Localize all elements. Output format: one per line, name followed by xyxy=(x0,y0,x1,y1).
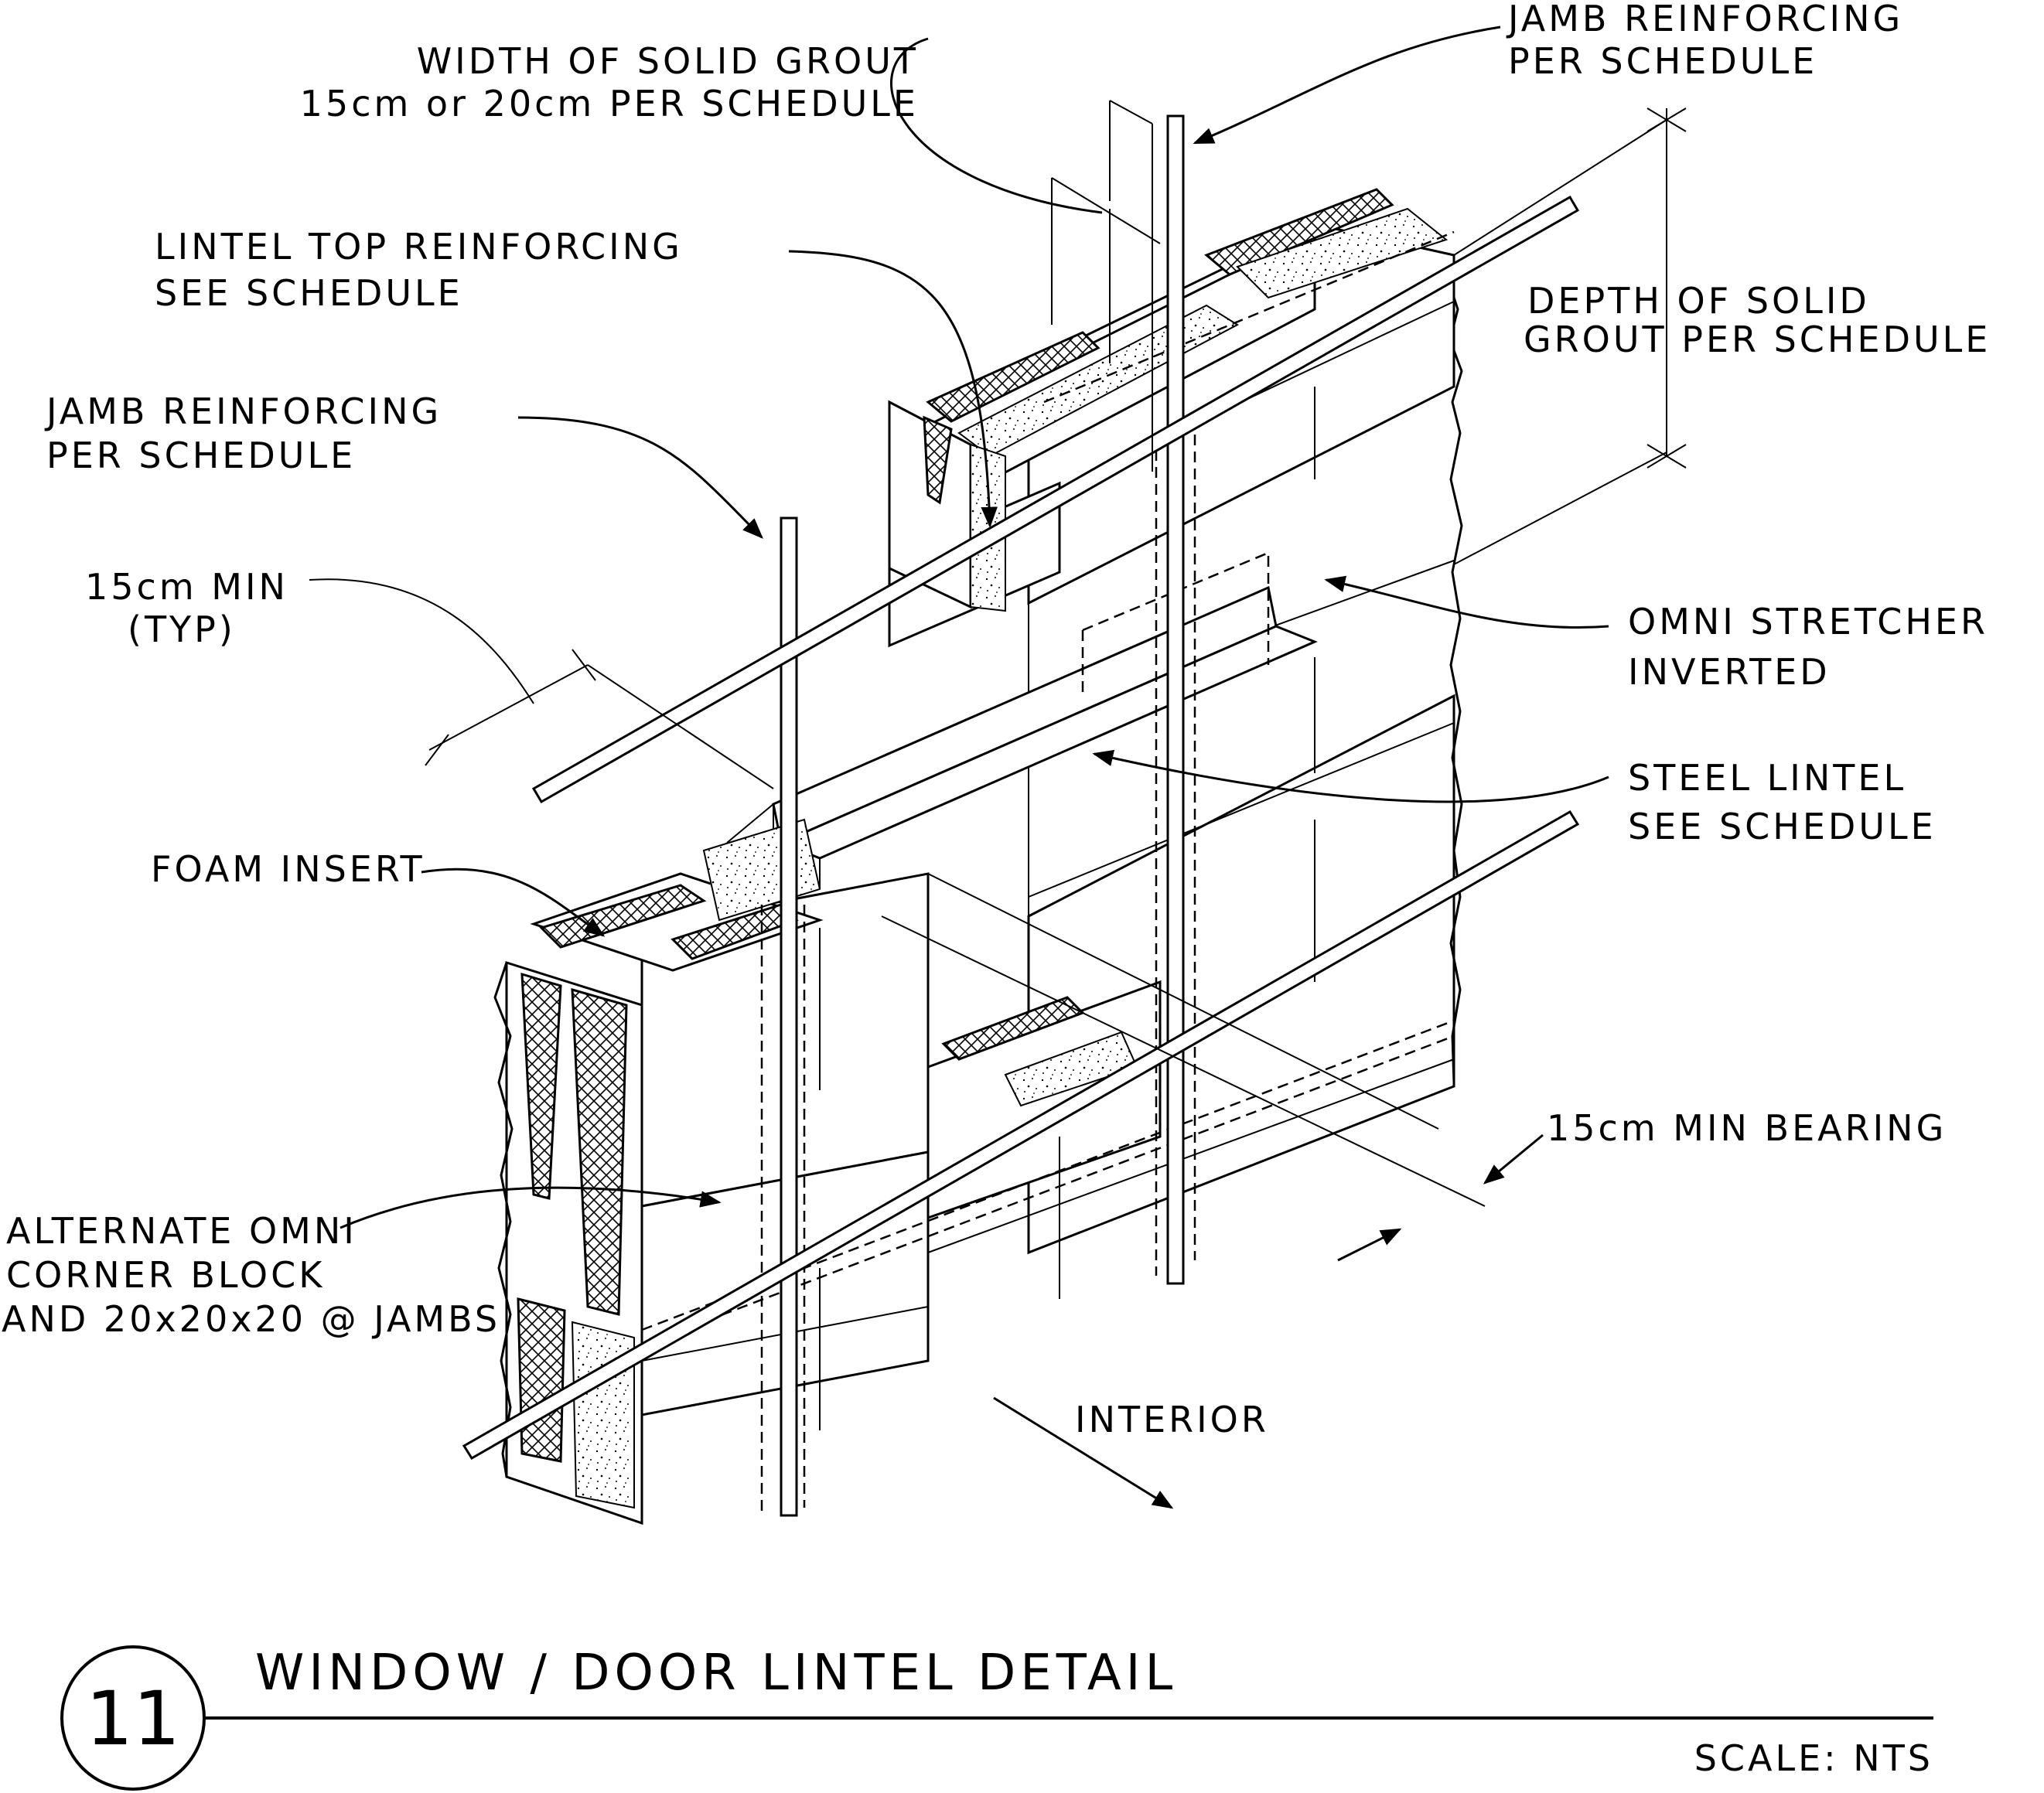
label-width-grout-1: WIDTH OF SOLID GROUT xyxy=(417,40,919,82)
label-15cm-min-2: (TYP) xyxy=(128,608,236,650)
detail-number: 11 xyxy=(86,1675,180,1762)
hidden-lines xyxy=(641,230,1455,1515)
masonry-wall xyxy=(493,188,1463,1525)
label-alt-corner-3: AND 20x20x20 @ JAMBS xyxy=(2,1298,500,1340)
leaders xyxy=(309,26,1687,1509)
label-steel-lintel-2: SEE SCHEDULE xyxy=(1628,806,1937,847)
label-jamb-top-2: PER SCHEDULE xyxy=(1508,40,1817,82)
label-jamb-top-1: JAMB REINFORCING xyxy=(1506,0,1903,39)
label-foam-insert: FOAM INSERT xyxy=(151,848,425,890)
label-alt-corner-2: CORNER BLOCK xyxy=(6,1254,325,1296)
label-jamb-left-2: PER SCHEDULE xyxy=(46,435,356,476)
label-jamb-left-1: JAMB REINFORCING xyxy=(44,390,442,432)
label-steel-lintel-1: STEEL LINTEL xyxy=(1628,757,1906,799)
label-interior: INTERIOR xyxy=(1075,1399,1269,1440)
label-omni-stretcher-1: OMNI STRETCHER xyxy=(1628,601,1988,643)
label-lintel-top-2: SEE SCHEDULE xyxy=(155,272,463,314)
label-width-grout-2: 15cm or 20cm PER SCHEDULE xyxy=(300,83,919,124)
drawing-scale: SCALE: NTS xyxy=(1694,1737,1933,1779)
label-min-bearing: 15cm MIN BEARING xyxy=(1547,1107,1947,1149)
label-lintel-top-1: LINTEL TOP REINFORCING xyxy=(155,226,683,268)
title-block: 11 WINDOW / DOOR LINTEL DETAIL SCALE: NT… xyxy=(60,1645,1933,1791)
label-omni-stretcher-2: INVERTED xyxy=(1628,651,1831,693)
label-15cm-min-1: 15cm MIN xyxy=(85,566,288,608)
label-depth-grout-2: GROUT PER SCHEDULE xyxy=(1524,319,1991,360)
label-alt-corner-1: ALTERNATE OMNI xyxy=(6,1210,357,1252)
reinforcing-bars xyxy=(462,114,1580,1517)
annotation-labels: WIDTH OF SOLID GROUT 15cm or 20cm PER SC… xyxy=(2,0,1991,1440)
drawing-title: WINDOW / DOOR LINTEL DETAIL xyxy=(255,1645,1177,1702)
label-depth-grout-1: DEPTH OF SOLID xyxy=(1527,280,1870,322)
